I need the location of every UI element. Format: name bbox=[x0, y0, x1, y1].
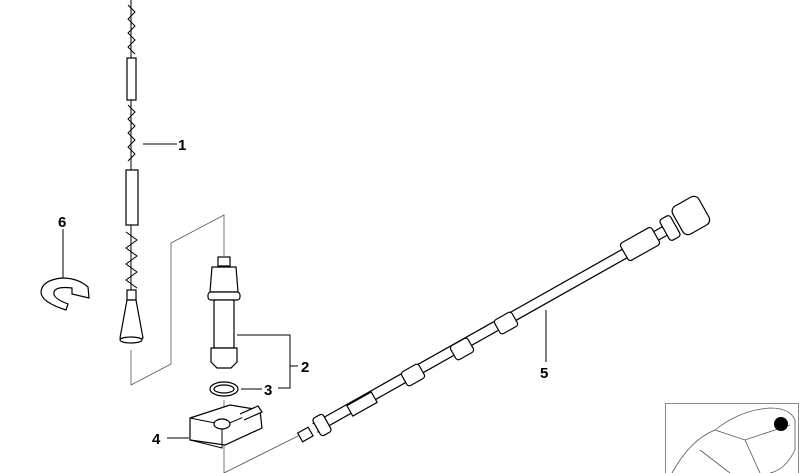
callout-6[interactable]: 6 bbox=[58, 214, 66, 231]
callout-4[interactable]: 4 bbox=[152, 431, 161, 448]
locator-marker-icon bbox=[774, 417, 788, 431]
seal-ring[interactable] bbox=[209, 381, 239, 397]
vehicle-locator-inset bbox=[665, 403, 799, 473]
mounting-bracket[interactable] bbox=[189, 404, 263, 449]
antenna-base[interactable] bbox=[207, 256, 241, 369]
assembly-line-cable bbox=[223, 435, 299, 473]
antenna-cable[interactable] bbox=[296, 194, 712, 443]
clip-ring[interactable] bbox=[40, 277, 90, 311]
callout-5[interactable]: 5 bbox=[540, 365, 548, 382]
callout-1[interactable]: 1 bbox=[178, 137, 186, 154]
callout-3[interactable]: 3 bbox=[264, 382, 272, 399]
assembly-line bbox=[130, 214, 225, 386]
callout-2[interactable]: 2 bbox=[301, 359, 309, 376]
antenna-mast[interactable] bbox=[119, 0, 144, 344]
leader-2 bbox=[237, 334, 298, 389]
